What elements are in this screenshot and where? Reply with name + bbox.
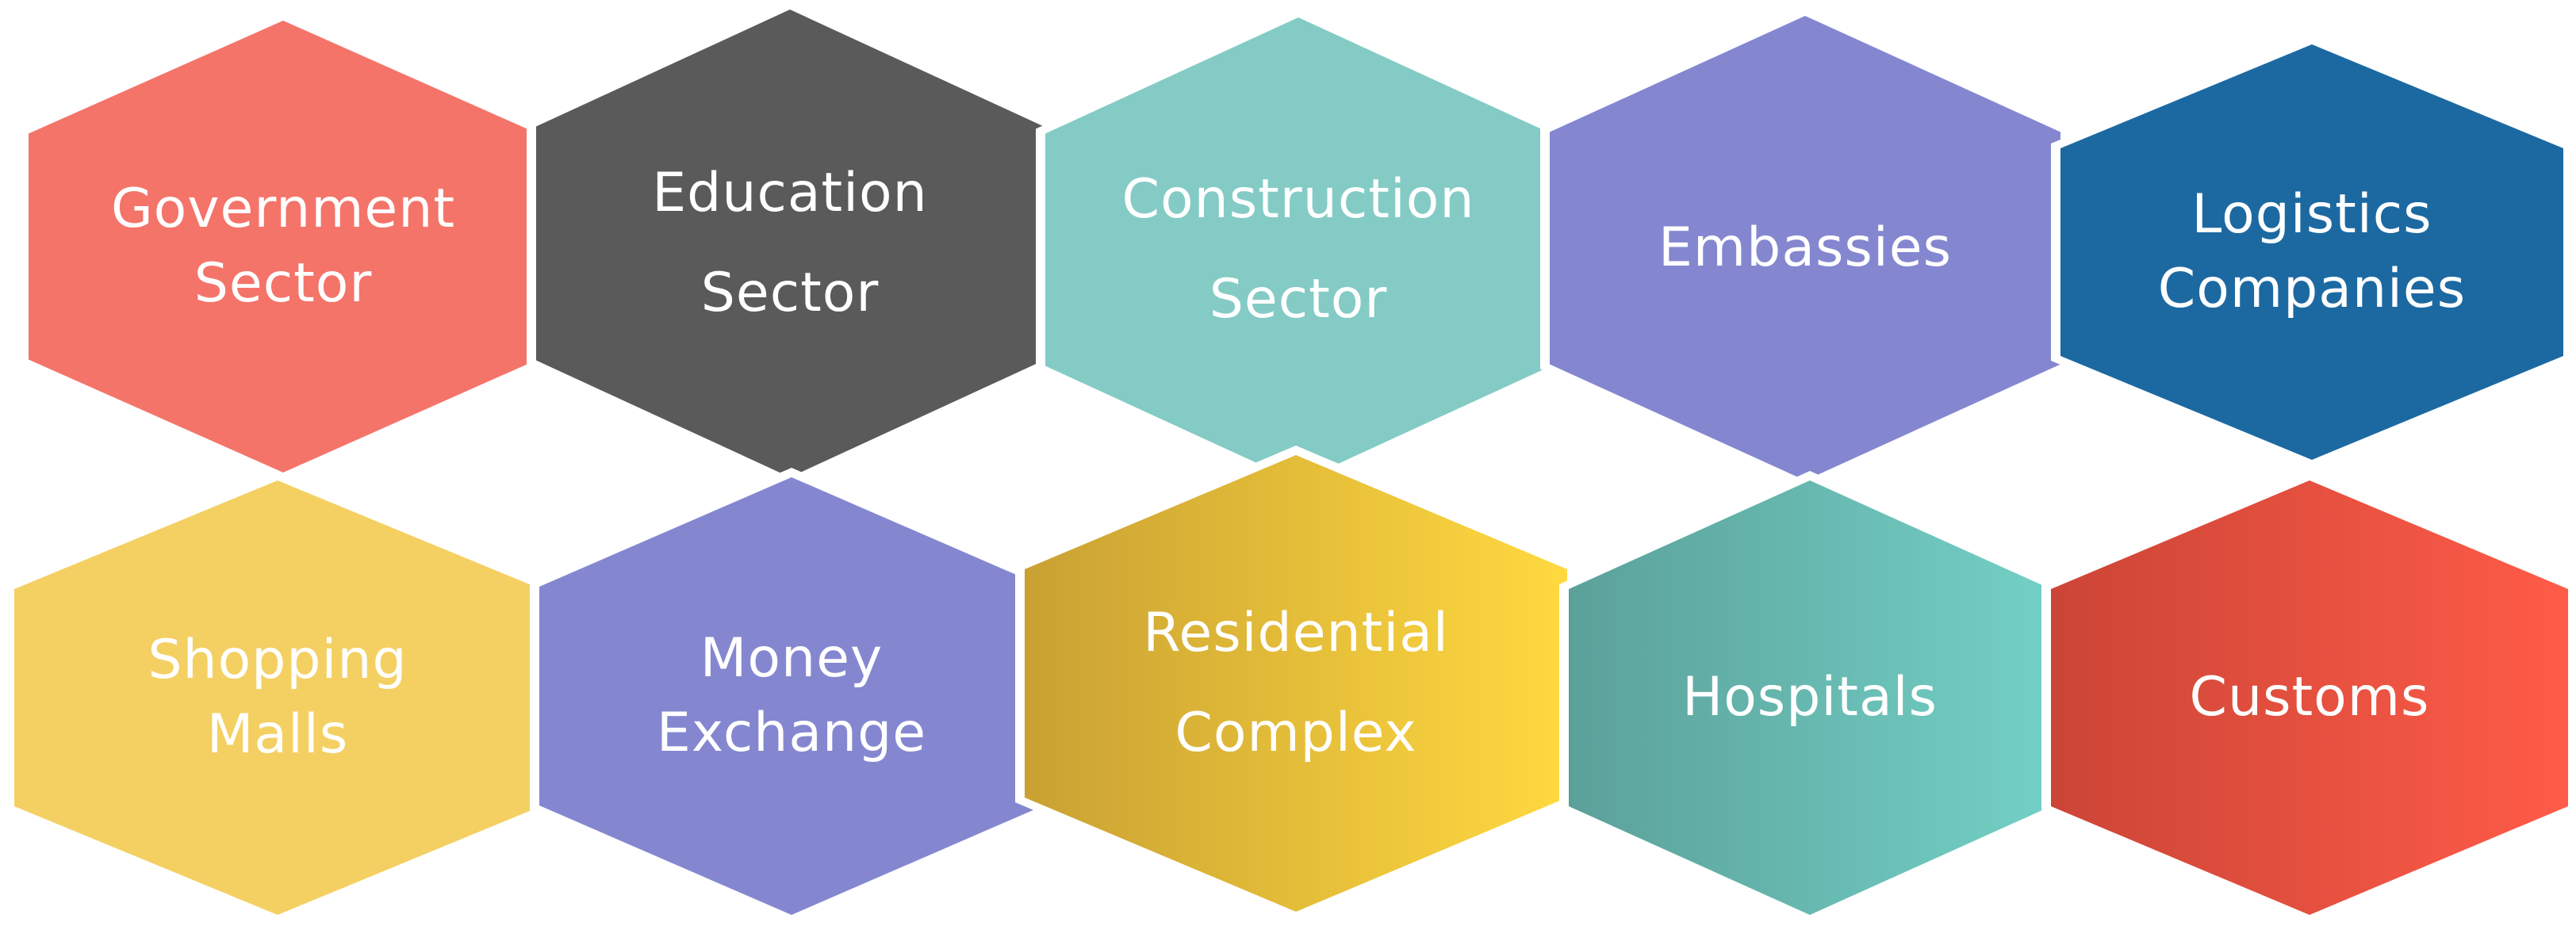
hexagon-label-line: Sector: [194, 252, 373, 315]
hexagon-label: Customs: [2158, 660, 2462, 735]
hexagon-label-line: Residential: [1143, 602, 1449, 665]
hexagon-label-line: Exchange: [656, 702, 927, 764]
hexagon-label-line: Government: [110, 178, 456, 241]
hexagon-label-line: Education: [652, 162, 928, 225]
hexagon-label-line: Embassies: [1658, 216, 1953, 280]
hexagon-embassies: Embassies: [1550, 16, 2060, 480]
hexagon-label-line: Hospitals: [1682, 666, 1938, 729]
hexagon-label-line: Customs: [2189, 666, 2430, 729]
hexagon-label: Embassies: [1627, 211, 1984, 285]
hexagon-label: Hospitals: [1650, 660, 1969, 735]
hexagon-label-line: Sector: [1209, 268, 1388, 331]
hexagon-label-line: Companies: [2157, 258, 2467, 320]
hexagon-label-line: Malls: [206, 703, 349, 766]
hexagon-label-line: Logistics: [2191, 183, 2432, 247]
hexagon-hospitals: Hospitals: [1569, 480, 2051, 915]
hexagon-label-line: Complex: [1175, 702, 1417, 764]
hexagon-customs: Customs: [2051, 480, 2568, 915]
hexagon-label-line: Shopping: [148, 629, 408, 692]
hexagon-label-line: Construction: [1121, 168, 1475, 232]
hexagon-label-line: Sector: [700, 262, 880, 324]
hexagon-label-line: Money: [700, 627, 884, 691]
